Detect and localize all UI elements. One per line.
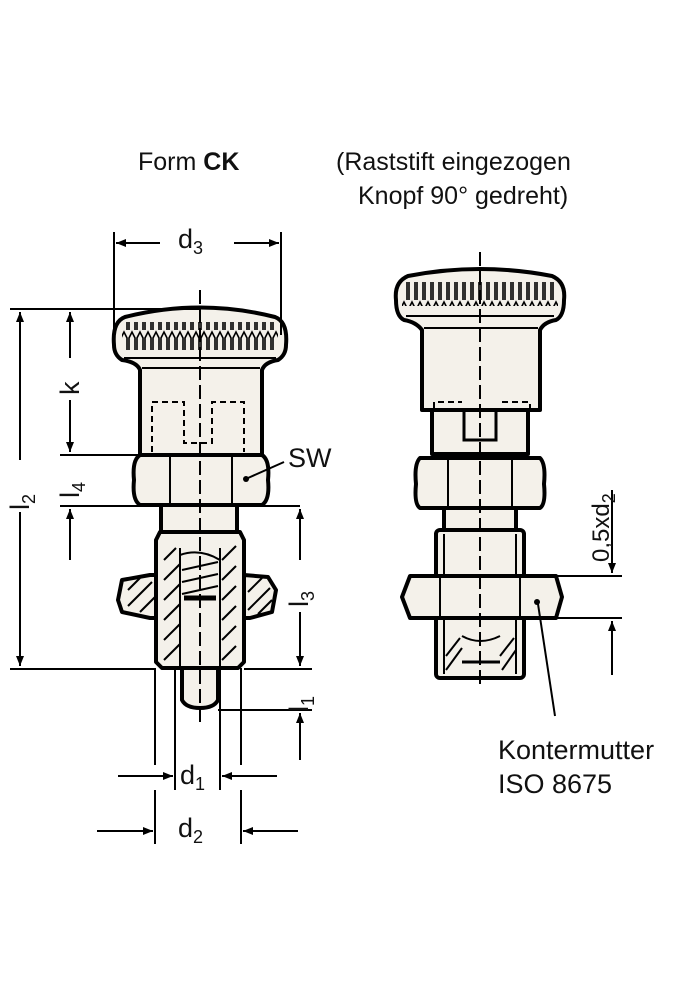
form-title: Form CK [138,150,239,175]
form-name: CK [203,148,240,176]
form-prefix: Form [138,148,204,176]
dim-label-half-d2: 0,5xd2 [588,493,619,562]
dim-label-sw: SW [288,443,332,473]
dim-label-l1: l1 [284,695,318,712]
locknut-label-line-1: Kontermutter [498,735,655,765]
dim-label-d3: d3 [178,224,204,258]
dim-label-l3: l3 [284,590,318,607]
note-line-1: (Raststift eingezogen [336,148,571,176]
dim-label-d1: d1 [180,760,206,794]
dim-label-k: k [55,381,85,396]
right-dimension-lines [534,490,622,717]
left-dimension-lines [10,232,312,844]
dim-label-d2: d2 [178,813,204,847]
dim-label-l4: l4 [55,481,89,498]
locknut-label-line-2: ISO 8675 [498,769,613,799]
dim-label-l2: l2 [5,493,39,510]
note-line-2: Knopf 90° gedreht) [358,182,569,210]
right-view-part [393,252,567,688]
left-view-part [111,290,289,722]
